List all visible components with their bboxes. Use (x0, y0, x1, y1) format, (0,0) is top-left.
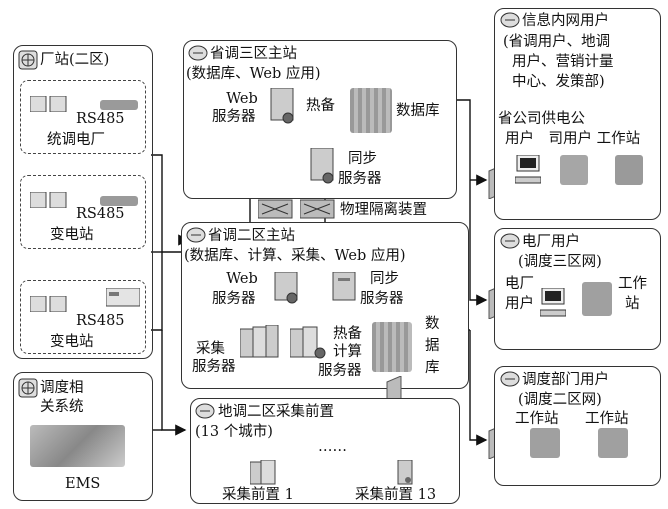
server-icon (272, 272, 302, 308)
intranet-bottom-row: 用户 司用户 工作站 (505, 130, 640, 148)
rs485-label-2: RS485 (76, 205, 125, 223)
computer-icon (515, 155, 541, 193)
isolation-device-icon (300, 198, 336, 224)
meter-icon (30, 192, 68, 212)
intranet-line-1: (省调用户、地调 (503, 33, 610, 51)
dispatch-workstation-2-image (598, 428, 628, 458)
intranet-line-3: 中心、发策部) (512, 73, 605, 91)
zone2-db-1: 数 (425, 315, 440, 333)
substation-group-title: 厂站(二区) (40, 51, 109, 69)
zone3-title: 省调三区主站 (210, 45, 297, 63)
plant-users-subtitle: (调度三区网) (518, 253, 602, 271)
zone3-web-server-2: 服务器 (212, 108, 256, 126)
zone2-hotcalc-1: 热备 (333, 325, 362, 343)
unit-caption-3: 变电站 (50, 333, 94, 351)
dispatch-related-title-1: 调度相 (40, 379, 84, 397)
local-zone2-subtitle: (13 个城市) (195, 423, 273, 441)
zone2-title: 省调二区主站 (208, 227, 295, 245)
zone3-web-server-1: Web (222, 90, 262, 108)
dispatch-workstation-1-image (530, 428, 560, 458)
meter-icon (30, 296, 68, 316)
dispatch-ws-2: 工作站 (585, 410, 629, 428)
intranet-title: 信息内网用户 (522, 12, 609, 30)
dispatch-related-title-2: 关系统 (40, 398, 84, 416)
zone3-sync-1: 同步 (348, 150, 377, 168)
intranet-line-2: 用户、营销计量 (512, 53, 614, 71)
zone3-hot-standby: 热备 (306, 97, 335, 115)
zone2-acq-2: 服务器 (192, 358, 236, 376)
server-icon (330, 272, 360, 308)
rs485-label-1: RS485 (76, 110, 125, 128)
meter-icon (30, 96, 68, 116)
supply-user-image (560, 155, 588, 185)
isolation-label: 物理隔离装置 (340, 201, 427, 219)
zone2-hotcalc-3: 服务器 (318, 362, 362, 380)
data-logger-icon (106, 288, 140, 312)
intranet-top-row: 省公司供电公 (498, 110, 585, 128)
server-icon (268, 88, 298, 128)
unit-caption-2: 变电站 (50, 226, 94, 244)
plant-users-title: 电厂用户 (522, 233, 580, 251)
plant-left-2: 用户 (505, 295, 534, 313)
cloud-network-icon (500, 233, 520, 253)
zone3-database: 数据库 (396, 102, 440, 120)
cloud-network-icon (188, 45, 208, 65)
isolation-device-icon (258, 198, 294, 224)
zone3-subtitle: (数据库、Web 应用) (186, 65, 321, 83)
zone3-sync-2: 服务器 (338, 170, 382, 188)
zone2-web-2: 服务器 (212, 290, 256, 308)
cloud-network-icon (500, 12, 520, 32)
zone2-subtitle: (数据库、计算、采集、Web 应用) (184, 247, 406, 265)
zone2-sync-2: 服务器 (360, 290, 404, 308)
zone2-web-1: Web (222, 270, 262, 288)
server-icon (308, 148, 338, 188)
cloud-network-icon (186, 227, 206, 247)
dispatch-ws-1: 工作站 (515, 410, 559, 428)
server-cluster-icon (240, 325, 280, 363)
data-logger-icon (100, 100, 138, 110)
zone2-hotcalc-2: 计算 (333, 343, 362, 361)
zone2-to-dispatch-line (470, 330, 486, 440)
dispatch-users-title: 调度部门用户 (522, 371, 609, 389)
network-globe-icon (18, 50, 38, 74)
zone2-sync-1: 同步 (370, 270, 399, 288)
workstation-image (615, 155, 643, 185)
server-cluster-icon (290, 325, 330, 363)
zone3-database-image (350, 88, 392, 133)
ems-label: EMS (65, 475, 100, 493)
zone2-acq-1: 采集 (196, 340, 225, 358)
local-zone2-title: 地调二区采集前置 (218, 403, 334, 421)
unit-caption-1: 统调电厂 (47, 131, 105, 149)
network-globe-icon (18, 378, 38, 402)
local-front-13: 采集前置 13 (355, 486, 436, 504)
plant-workstation-image (582, 282, 612, 316)
plant-right-2: 站 (625, 295, 640, 313)
zone2-database-image (372, 322, 412, 372)
local-front-1: 采集前置 1 (222, 486, 294, 504)
local-zone2-dots: …… (318, 438, 347, 456)
computer-icon (540, 288, 566, 326)
plant-right-1: 工作 (618, 275, 647, 293)
cloud-network-icon (500, 371, 520, 391)
rs485-label-3: RS485 (76, 312, 125, 330)
zone2-db-3: 库 (425, 359, 440, 377)
cloud-network-icon (195, 403, 215, 423)
ems-image (30, 425, 125, 467)
zone2-db-2: 据 (425, 337, 440, 355)
dispatch-users-subtitle: (调度二区网) (518, 391, 602, 409)
plant-left-1: 电厂 (505, 275, 534, 293)
